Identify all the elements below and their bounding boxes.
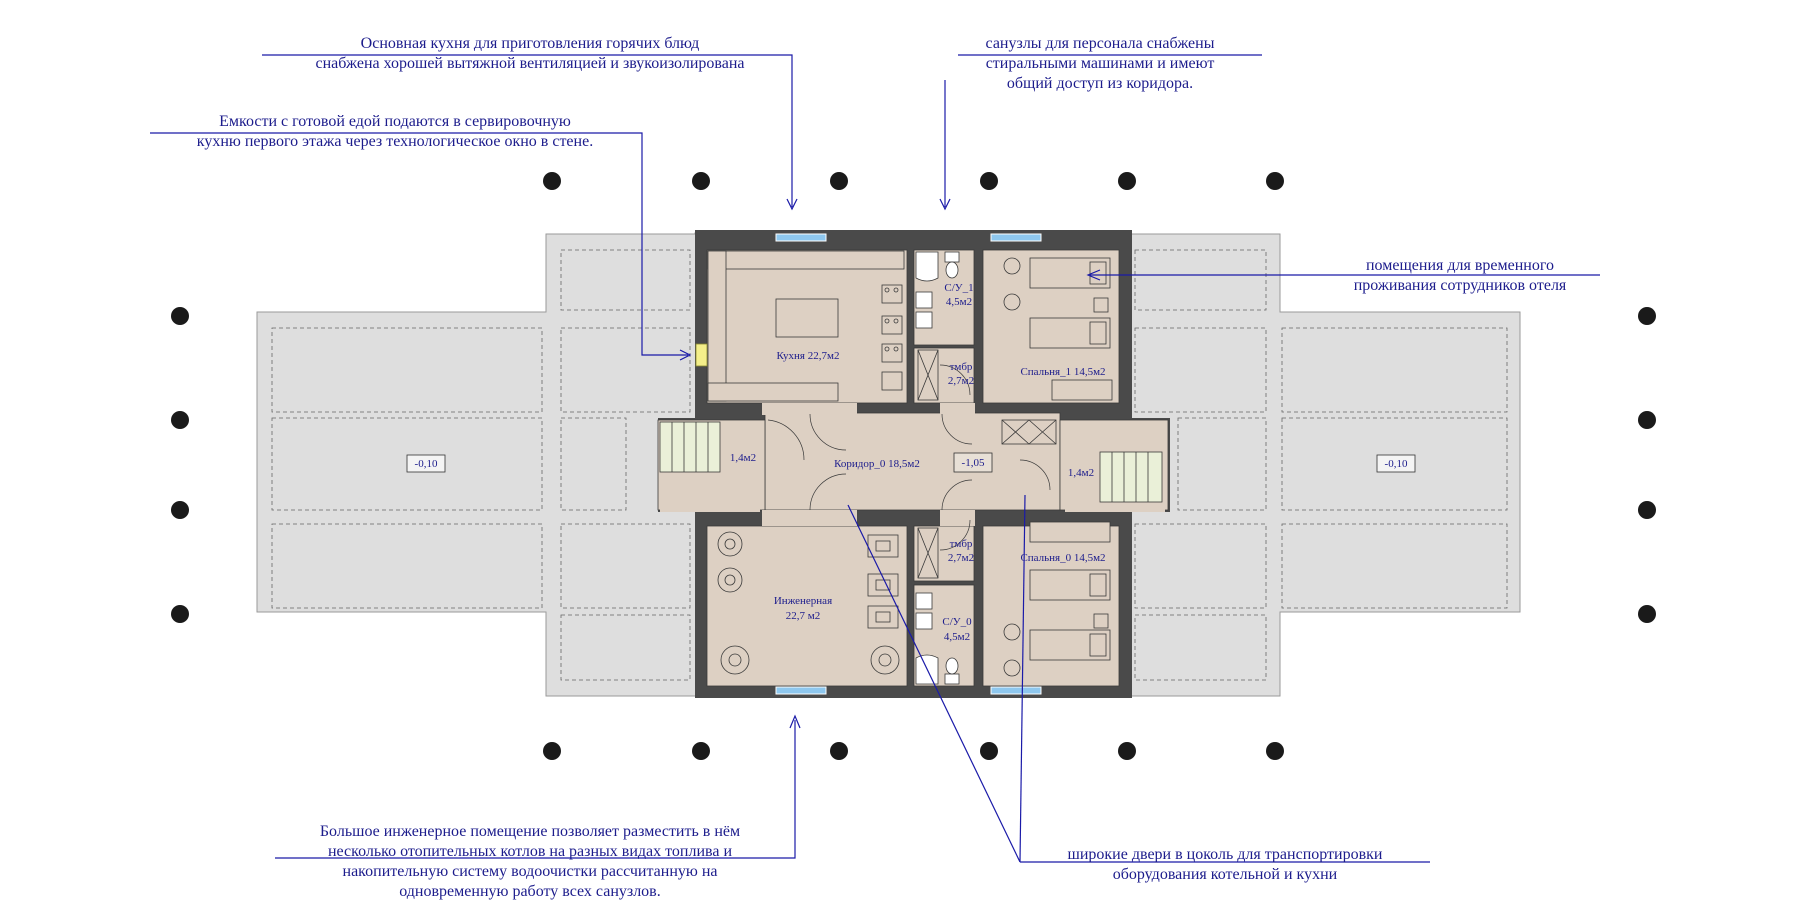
label-bedroom1: Спальня_1 14,5м2 <box>1020 366 1105 378</box>
room-corridor <box>764 412 1061 511</box>
room-storage0 <box>913 525 975 582</box>
label-stair-right: 1,4м2 <box>1068 467 1094 479</box>
service-window <box>695 343 708 367</box>
label-kitchen: Кухня 22,7м2 <box>777 350 840 362</box>
note-line: Основная кухня для приготовления горячих… <box>360 35 700 52</box>
note-containers: Емкости с готовой едой подаются в сервир… <box>145 112 645 152</box>
note-staff-bathrooms: санузлы для персонала снабжены стиральны… <box>940 34 1260 94</box>
label-bath1-area: 4,5м2 <box>946 296 972 308</box>
label-storage1-name: тмбр <box>950 361 973 373</box>
note-engineering: Большое инженерное помещение позволяет р… <box>270 822 790 902</box>
label-corridor: Коридор_0 18,5м2 <box>834 458 920 470</box>
bedroom-furniture <box>1003 257 1113 677</box>
note-temp-rooms: помещения для временного проживания сотр… <box>1330 256 1590 296</box>
level-box-mid <box>953 452 993 473</box>
note-line: помещения для временного <box>1365 257 1555 274</box>
label-storage1-area: 2,7м2 <box>948 375 974 387</box>
note-line: санузлы для персонала снабжены <box>985 35 1215 52</box>
note-line: Большое инженерное помещение позволяет р… <box>319 823 741 840</box>
columns <box>171 172 1656 760</box>
note-line: стиральными машинами и имеют <box>985 55 1215 72</box>
engineering-equipment <box>717 531 900 675</box>
note-line: общий доступ из коридора. <box>1006 75 1194 92</box>
label-bath0-name: С/У_0 <box>942 616 972 628</box>
label-bath0-area: 4,5м2 <box>944 631 970 643</box>
label-bath1-name: С/У_1 <box>944 282 973 294</box>
room-storage1 <box>913 347 975 404</box>
note-line: накопительную систему водоочистки рассчи… <box>342 863 718 880</box>
level-box-right <box>1376 454 1416 473</box>
leader-lines <box>150 54 1600 863</box>
label-engineering-area: 22,7 м2 <box>786 610 820 622</box>
level-box-left <box>406 454 446 473</box>
note-line: широкие двери в цоколь для транспортиров… <box>1067 846 1383 863</box>
doors <box>767 364 1051 551</box>
kitchen-furniture <box>707 250 905 402</box>
note-line: одновременную работу всех санузлов. <box>399 883 661 900</box>
windows <box>775 233 1042 695</box>
note-wide-doors: широкие двери в цоколь для транспортиров… <box>1020 845 1430 885</box>
label-bedroom0: Спальня_0 14,5м2 <box>1020 552 1105 564</box>
note-line: несколько отопительных котлов на разных … <box>327 843 733 860</box>
label-engineering-name: Инженерная <box>774 595 832 607</box>
label-stair-left: 1,4м2 <box>730 452 756 464</box>
terrace-panels <box>271 249 1508 681</box>
level-left: -0,10 <box>415 458 438 470</box>
note-line: кухню первого этажа через технологическо… <box>196 133 594 150</box>
level-mid: -1,05 <box>962 457 985 469</box>
note-line: Емкости с готовой едой подаются в сервир… <box>219 113 571 130</box>
label-storage0-area: 2,7м2 <box>948 552 974 564</box>
note-line: оборудования котельной и кухни <box>1112 866 1338 883</box>
note-kitchen: Основная кухня для приготовления горячих… <box>250 34 810 74</box>
level-right: -0,10 <box>1385 458 1408 470</box>
room-bedroom0 <box>982 525 1120 687</box>
stairs <box>659 421 1163 503</box>
note-line: проживания сотрудников отеля <box>1353 277 1567 294</box>
storage-racks <box>917 349 1057 579</box>
note-line: снабжена хорошей вытяжной вентиляцией и … <box>315 55 745 72</box>
label-storage0-name: тмбр <box>950 538 973 550</box>
